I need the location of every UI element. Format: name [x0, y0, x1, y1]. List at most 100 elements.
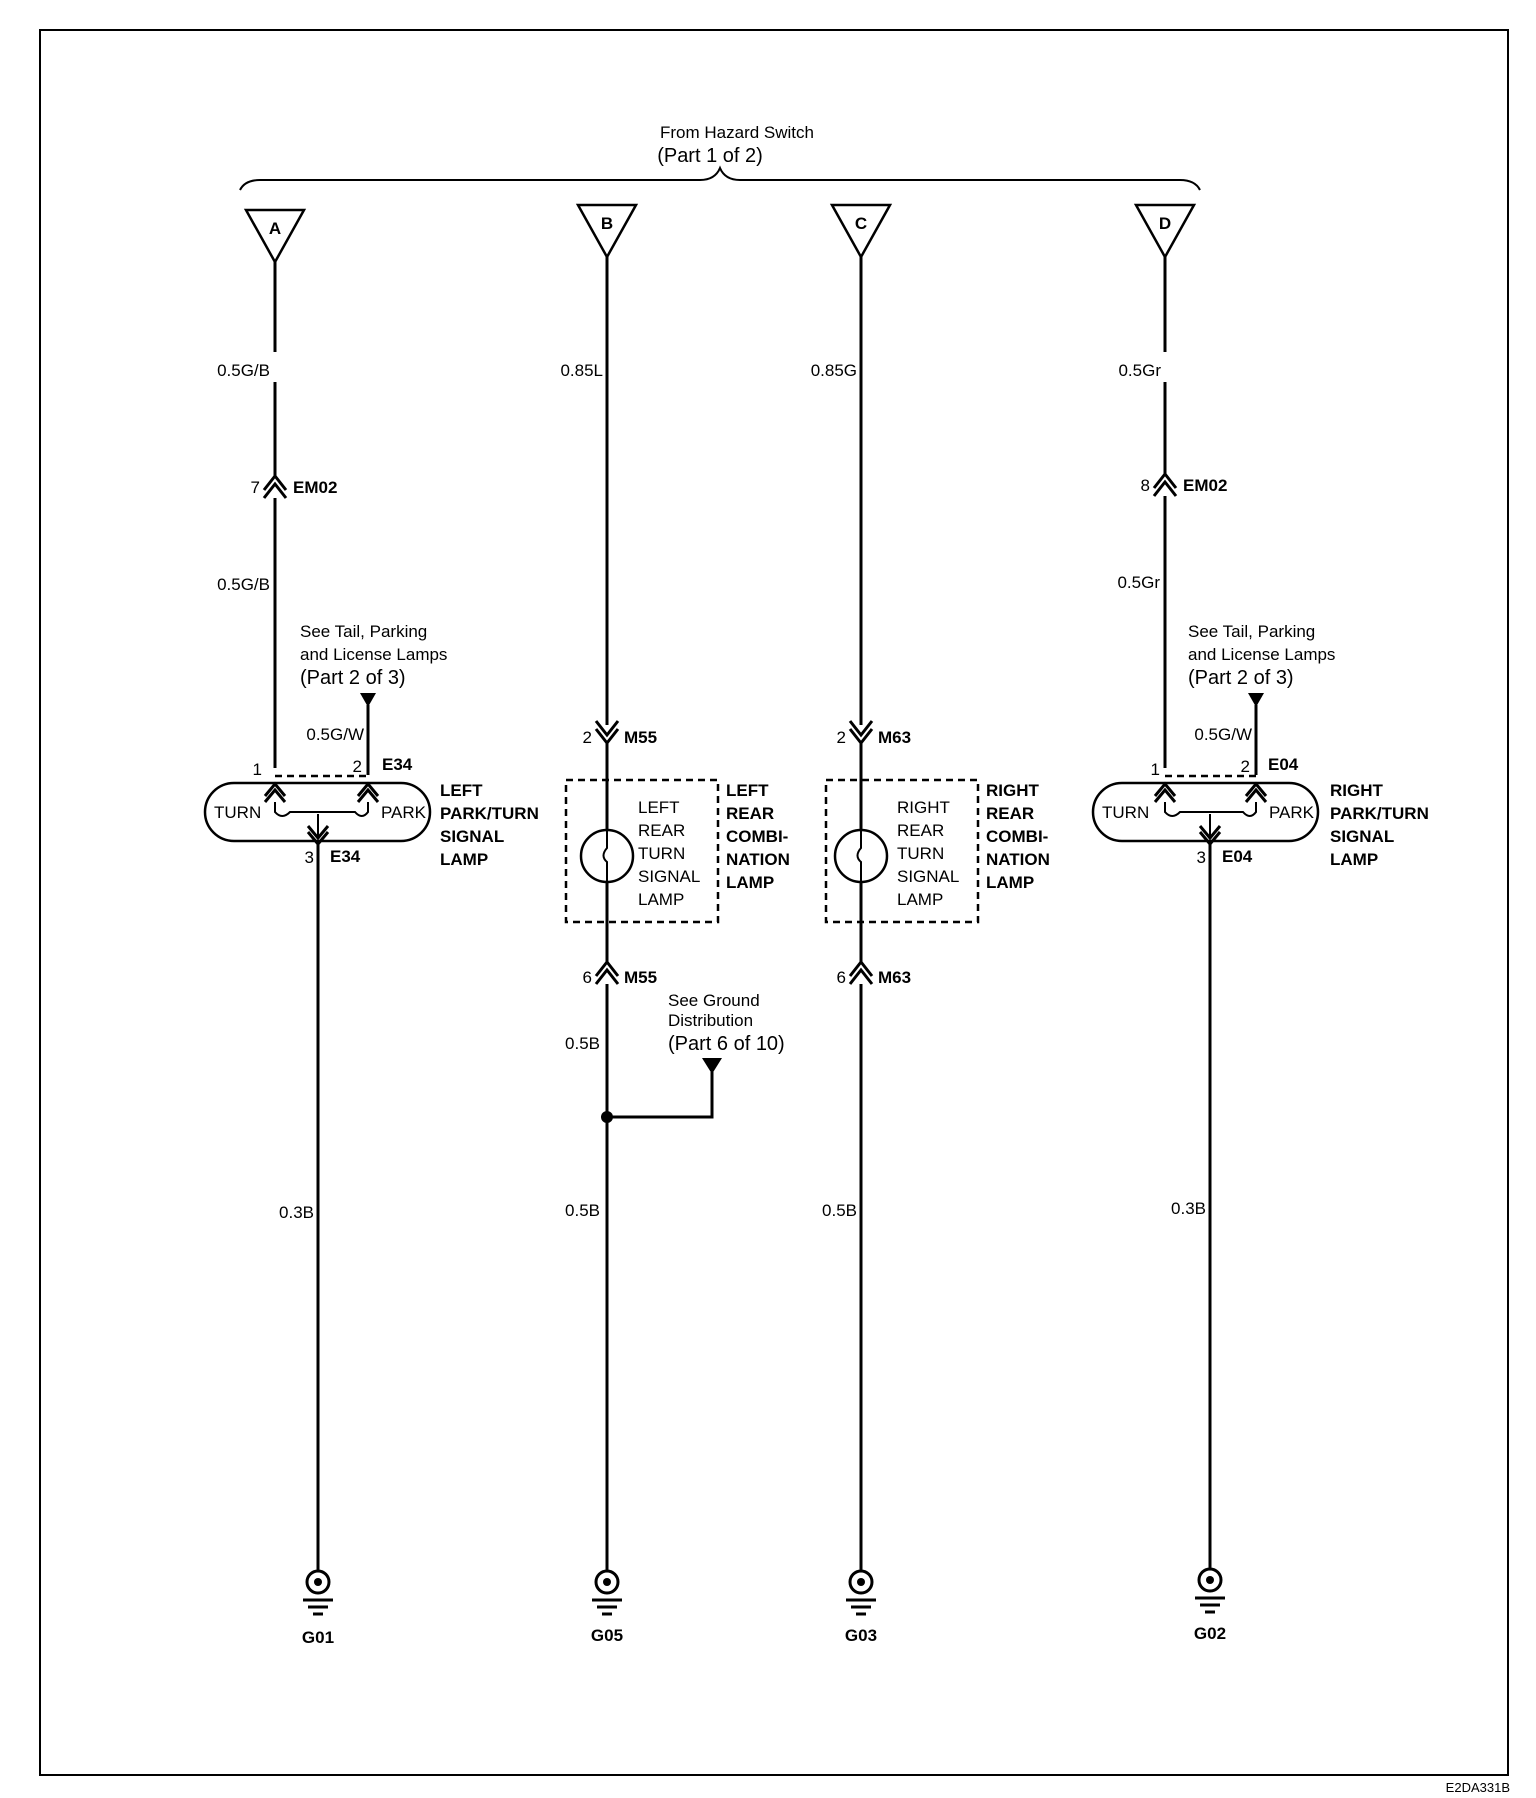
ground-g02-label: G02 [1194, 1624, 1226, 1643]
right-rear-combination-box [824, 778, 980, 924]
ground-dist-branch [607, 1072, 714, 1119]
left-rear-outer-2: REAR [726, 804, 774, 823]
terminal-d: D [1133, 203, 1197, 260]
ground-dist-ref-1: See Ground [668, 991, 760, 1010]
connector-em02-right: 8 EM02 [1141, 471, 1227, 497]
wire-a-top-label: 0.5G/B [217, 361, 270, 380]
svg-text:B: B [601, 214, 613, 233]
connector-m55-bot: 6 M55 [583, 959, 657, 987]
left-rear-inner-1: LEFT [638, 798, 680, 817]
svg-text:EM02: EM02 [1183, 476, 1227, 495]
svg-text:6: 6 [837, 968, 846, 987]
e04-pin3: 3 [1197, 848, 1206, 867]
left-rear-inner-2: REAR [638, 821, 685, 840]
terminal-a: A [243, 208, 307, 265]
left-park-turn-lamp: TURN PARK [203, 781, 432, 847]
ground-dist-arrow [702, 1058, 722, 1074]
diagram-frame [39, 29, 1509, 1776]
left-tail-ref-2: and License Lamps [300, 645, 447, 664]
wire-b-mid-label: 0.5B [565, 1034, 600, 1053]
svg-text:6: 6 [583, 968, 592, 987]
svg-text:2: 2 [583, 728, 592, 747]
wire-right-park-label: 0.5G/W [1194, 725, 1252, 744]
right-lamp-name-3: SIGNAL [1330, 827, 1394, 846]
svg-text:M63: M63 [878, 728, 911, 747]
svg-text:C: C [855, 214, 867, 233]
wire-b-bottom-label: 0.5B [565, 1201, 600, 1220]
source-part: (Part 1 of 2) [657, 145, 763, 167]
right-rear-outer-2: REAR [986, 804, 1034, 823]
ground-g02: G02 [1194, 1567, 1226, 1643]
ground-g03-label: G03 [845, 1626, 877, 1645]
ground-g01-label: G01 [302, 1628, 334, 1647]
right-lamp-name-1: RIGHT [1330, 781, 1384, 800]
connector-em02-left: 7 EM02 [251, 473, 337, 499]
right-rear-inner-1: RIGHT [897, 798, 950, 817]
svg-text:7: 7 [251, 478, 260, 497]
terminal-b: B [575, 203, 639, 260]
right-rear-inner-5: LAMP [897, 890, 943, 909]
wire-b-top-label: 0.85L [560, 361, 603, 380]
svg-text:M55: M55 [624, 968, 657, 987]
ground-dist-ref-2: Distribution [668, 1011, 753, 1030]
right-tail-ref-3: (Part 2 of 3) [1188, 667, 1294, 689]
svg-text:EM02: EM02 [293, 478, 337, 497]
left-rear-turn-bulb [579, 828, 635, 884]
right-rear-outer-3: COMBI- [986, 827, 1048, 846]
left-lamp-turn-label: TURN [214, 803, 261, 822]
right-tail-ref-2: and License Lamps [1188, 645, 1335, 664]
left-rear-outer-4: NATION [726, 850, 790, 869]
left-rear-combination-box [564, 778, 720, 924]
wire-a-bottom-label: 0.3B [279, 1203, 314, 1222]
svg-text:8: 8 [1141, 476, 1150, 495]
left-rear-outer-5: LAMP [726, 873, 774, 892]
wire-d-bottom-label: 0.3B [1171, 1199, 1206, 1218]
left-lamp-name-1: LEFT [440, 781, 483, 800]
left-tail-ref-1: See Tail, Parking [300, 622, 427, 641]
right-lamp-name-2: PARK/TURN [1330, 804, 1429, 823]
terminal-c: C [829, 203, 893, 260]
connector-m55-top: 2 M55 [583, 720, 657, 747]
left-lamp-name-4: LAMP [440, 850, 488, 869]
wire-a-mid-label: 0.5G/B [217, 575, 270, 594]
splice-point [601, 1111, 613, 1123]
right-rear-inner-3: TURN [897, 844, 944, 863]
ground-g01: G01 [302, 1569, 334, 1647]
left-rear-outer-1: LEFT [726, 781, 769, 800]
e04-pin2: 2 [1241, 757, 1250, 776]
right-lamp-park-label: PARK [1269, 803, 1315, 822]
e34-pin1: 1 [253, 760, 262, 779]
e34-bot-label: E34 [330, 847, 361, 866]
right-rear-outer-1: RIGHT [986, 781, 1040, 800]
e04-pin1: 1 [1151, 760, 1160, 779]
left-rear-outer-3: COMBI- [726, 827, 788, 846]
right-rear-inner-4: SIGNAL [897, 867, 959, 886]
left-tail-ref-3: (Part 2 of 3) [300, 667, 406, 689]
svg-text:D: D [1159, 214, 1171, 233]
e34-pin3: 3 [305, 848, 314, 867]
e04-top-label: E04 [1268, 755, 1299, 774]
left-lamp-name-3: SIGNAL [440, 827, 504, 846]
ground-dist-ref-3: (Part 6 of 10) [668, 1033, 785, 1055]
right-rear-inner-2: REAR [897, 821, 944, 840]
source-bracket [239, 165, 1201, 191]
left-rear-inner-3: TURN [638, 844, 685, 863]
e34-top-label: E34 [382, 755, 413, 774]
e34-pin2: 2 [353, 757, 362, 776]
wire-c-bottom-label: 0.5B [822, 1201, 857, 1220]
ground-g05-label: G05 [591, 1626, 623, 1645]
source-title: From Hazard Switch [660, 123, 814, 142]
right-tail-arrow [1248, 693, 1264, 707]
left-rear-inner-4: SIGNAL [638, 867, 700, 886]
right-rear-turn-bulb [833, 828, 889, 884]
left-tail-arrow [360, 693, 376, 707]
right-rear-outer-4: NATION [986, 850, 1050, 869]
connector-m63-top: 2 M63 [837, 720, 911, 747]
ground-g03: G03 [845, 1569, 877, 1645]
svg-text:2: 2 [837, 728, 846, 747]
svg-text:A: A [269, 219, 281, 238]
right-lamp-name-4: LAMP [1330, 850, 1378, 869]
left-lamp-name-2: PARK/TURN [440, 804, 539, 823]
svg-text:M63: M63 [878, 968, 911, 987]
